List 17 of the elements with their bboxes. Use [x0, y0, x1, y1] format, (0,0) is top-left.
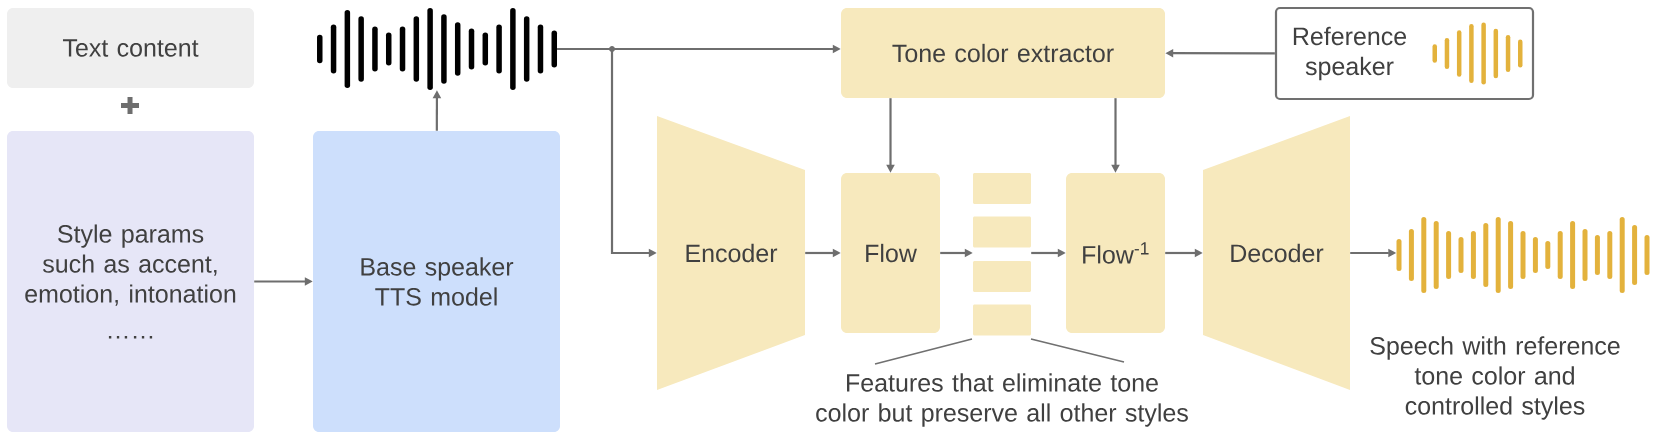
decoder-trapezoid: Decoder	[1203, 116, 1350, 390]
caption: Speech with reference tone color and controlled styles	[1370, 336, 1620, 420]
flow-box: Flow	[841, 173, 940, 333]
extractor-box: Tone color extractor	[841, 8, 1165, 98]
feature-bar	[973, 173, 1031, 204]
text-box: Text content	[7, 8, 254, 88]
waveform-drawing	[317, 8, 557, 90]
model-box: Base speaker TTS model	[313, 131, 560, 432]
waveform-drawing	[1396, 217, 1650, 293]
input-box: Style params such as accent, emotion, intonation ……	[7, 131, 254, 432]
feature-bar	[973, 216, 1031, 248]
feature-bar	[973, 261, 1031, 292]
reference-box: Reference speaker	[1274, 6, 1535, 101]
encoder-trapezoid: Encoder	[657, 116, 805, 390]
feature-bar	[973, 304, 1031, 336]
flow-box: Flow$^{-1}$	[1066, 173, 1165, 333]
caption: Features that eliminate tone color but preserve all other styles	[816, 373, 1188, 427]
